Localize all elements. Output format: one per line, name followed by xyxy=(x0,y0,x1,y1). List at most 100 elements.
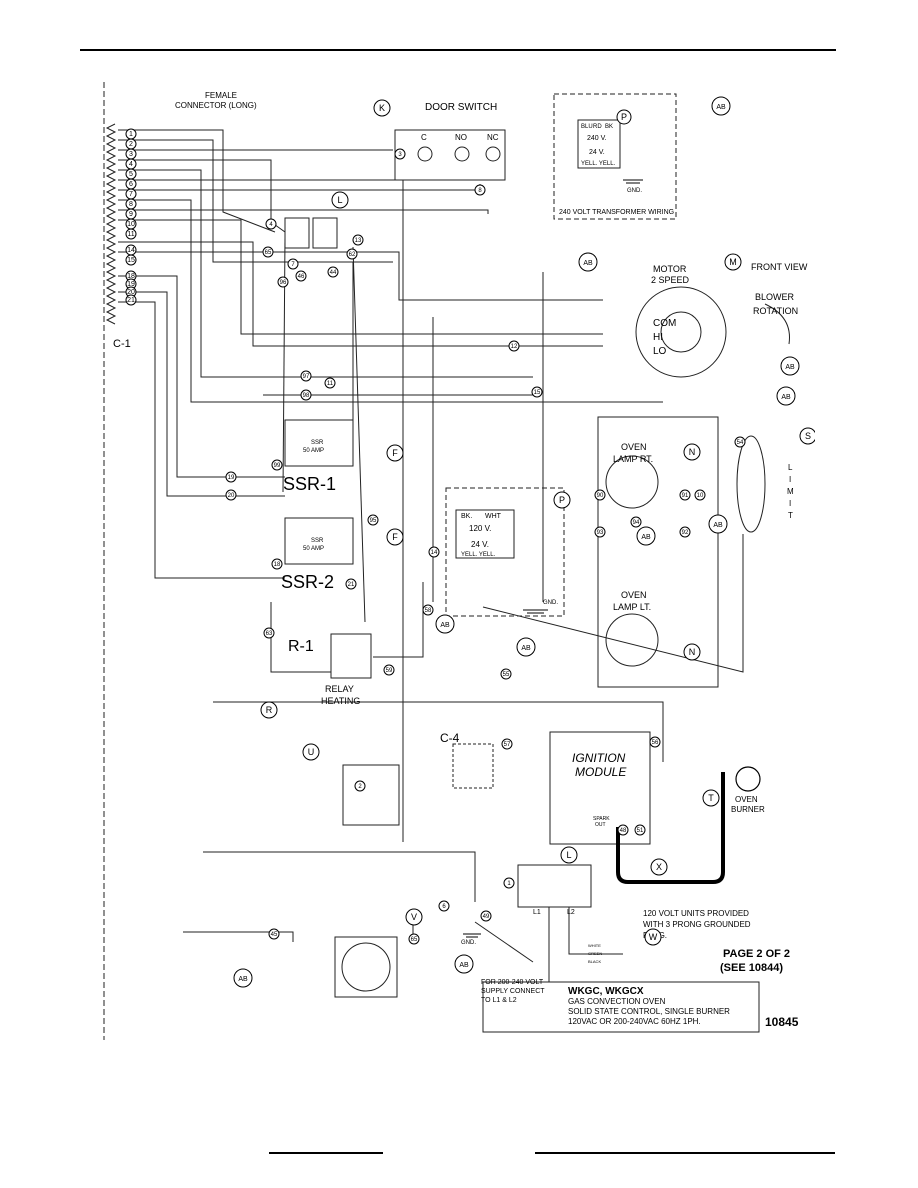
callout-n-1: N xyxy=(689,447,696,457)
transformer-240 xyxy=(577,119,621,169)
oven-burner-1: OVEN xyxy=(735,795,758,804)
xfmr120-bk: BK. xyxy=(461,513,472,520)
xfmr-240v: 240 V. xyxy=(587,135,607,142)
r1-label: R-1 xyxy=(288,638,314,655)
pin-15: 15 xyxy=(127,257,135,264)
relay-r1-box xyxy=(330,633,372,679)
ssr2-amp-2: 50 AMP xyxy=(303,546,324,552)
limit-i2: I xyxy=(789,499,791,508)
wire-num-91: 91 xyxy=(682,493,689,499)
callout-r: R xyxy=(266,705,273,715)
wire-num-98: 98 xyxy=(303,393,310,399)
callout-ab-8: AB xyxy=(521,645,531,652)
ssr1-amp-2: 50 AMP xyxy=(303,448,324,454)
transformer-120 xyxy=(455,509,515,559)
wire-num-20: 20 xyxy=(228,493,235,499)
xfmr-top-blu: BLU xyxy=(581,124,593,130)
wire-num-55: 55 xyxy=(503,672,510,678)
wire-num-7: 7 xyxy=(291,262,295,268)
title-model: WKGC, WKGCX xyxy=(568,986,644,997)
wire-num-6: 6 xyxy=(442,904,446,910)
ignition-label-2: MODULE xyxy=(575,765,627,779)
pin-11: 11 xyxy=(127,231,134,238)
wire-num-65: 65 xyxy=(265,250,272,256)
plug-color-white: WHITE xyxy=(588,943,601,948)
motor-term-lo: LO xyxy=(653,346,667,357)
wire-6 xyxy=(118,179,404,842)
door-switch-nc xyxy=(485,146,501,162)
wire-num-18: 18 xyxy=(274,562,281,568)
callout-t: T xyxy=(708,793,714,803)
wire-4 xyxy=(118,159,286,233)
motor-circle xyxy=(635,286,727,378)
xfmr120-wht: WHT xyxy=(485,513,502,520)
wire-num-95: 95 xyxy=(370,518,377,524)
callout-u: U xyxy=(308,747,315,757)
blower-label-2: ROTATION xyxy=(753,306,798,316)
wire-45 xyxy=(183,931,294,942)
wire-num-21: 21 xyxy=(348,582,355,588)
pin-8: 8 xyxy=(129,201,133,208)
door-switch-term-c: C xyxy=(421,133,427,142)
pin-4: 4 xyxy=(129,161,133,168)
component-u xyxy=(342,764,400,826)
callout-ab-3: AB xyxy=(785,364,795,371)
wire-num-57: 57 xyxy=(504,742,511,748)
wire-14 xyxy=(118,241,603,347)
callout-p-120: P xyxy=(559,495,565,505)
title-block xyxy=(482,981,760,1033)
wire-9 xyxy=(118,199,663,403)
wire-56 xyxy=(213,701,664,762)
motor-term-hi: HI xyxy=(653,332,663,343)
title-line-3: SOLID STATE CONTROL, SINGLE BURNER xyxy=(568,1007,730,1016)
wire-62 xyxy=(352,246,366,623)
pin-20: 20 xyxy=(127,289,135,296)
supply-note-1: FOR 200-240 VOLT xyxy=(481,979,544,986)
transformer-120-box xyxy=(445,487,565,617)
door-switch-label: DOOR SWITCH xyxy=(425,102,497,113)
pin-19: 19 xyxy=(127,281,135,288)
wire-num-14: 14 xyxy=(431,550,438,556)
door-switch-c xyxy=(417,146,433,162)
lamp-rt-label-2: LAMP RT. xyxy=(613,454,653,464)
callout-l-1: L xyxy=(337,195,342,205)
supply-terminal-block xyxy=(517,864,592,908)
callout-ab-6: AB xyxy=(713,522,723,529)
wire-num-54: 54 xyxy=(737,440,744,446)
fan-box xyxy=(334,936,398,998)
transformer-240-box xyxy=(553,93,677,220)
spark-out-2: OUT xyxy=(595,822,606,828)
wire-num-13: 13 xyxy=(355,238,362,244)
relay-label-2: HEATING xyxy=(321,696,360,706)
wire-48 xyxy=(474,921,534,963)
female-label-2: CONNECTOR (LONG) xyxy=(175,101,257,110)
xfmr120-yell: YELL. YELL. xyxy=(461,552,496,558)
pin-6: 6 xyxy=(129,181,133,188)
wire-2 xyxy=(118,139,393,263)
relay-l-left xyxy=(284,217,310,249)
callout-ab-9: AB xyxy=(238,976,248,983)
callout-ab-10: AB xyxy=(459,962,469,969)
motor-label-2: 2 SPEED xyxy=(651,275,690,285)
limit-i1: I xyxy=(789,475,791,484)
relay-l-right xyxy=(312,217,338,249)
wire-8 xyxy=(118,184,481,191)
pin-1: 1 xyxy=(129,131,133,138)
door-switch-term-no: NO xyxy=(455,133,467,142)
oven-lamp-rt xyxy=(605,455,659,509)
wire-1 xyxy=(118,129,276,233)
pin-5: 5 xyxy=(129,171,133,178)
callout-f-1: F xyxy=(392,448,398,458)
blower-label-1: BLOWER xyxy=(755,292,795,302)
spark-out-1: SPARK xyxy=(593,816,610,822)
c4-label: C-4 xyxy=(440,731,460,745)
wire-num-62: 62 xyxy=(349,252,356,258)
door-switch-term-nc: NC xyxy=(487,133,499,142)
oven-burner-2: BURNER xyxy=(731,805,765,814)
wire-num-3: 3 xyxy=(398,152,402,158)
female-label-1: FEMALE xyxy=(205,91,237,100)
callout-p-240: P xyxy=(621,112,627,122)
ignition-cable xyxy=(616,772,725,884)
xfmr-24v: 24 V. xyxy=(589,149,605,156)
pin-14: 14 xyxy=(127,247,135,254)
